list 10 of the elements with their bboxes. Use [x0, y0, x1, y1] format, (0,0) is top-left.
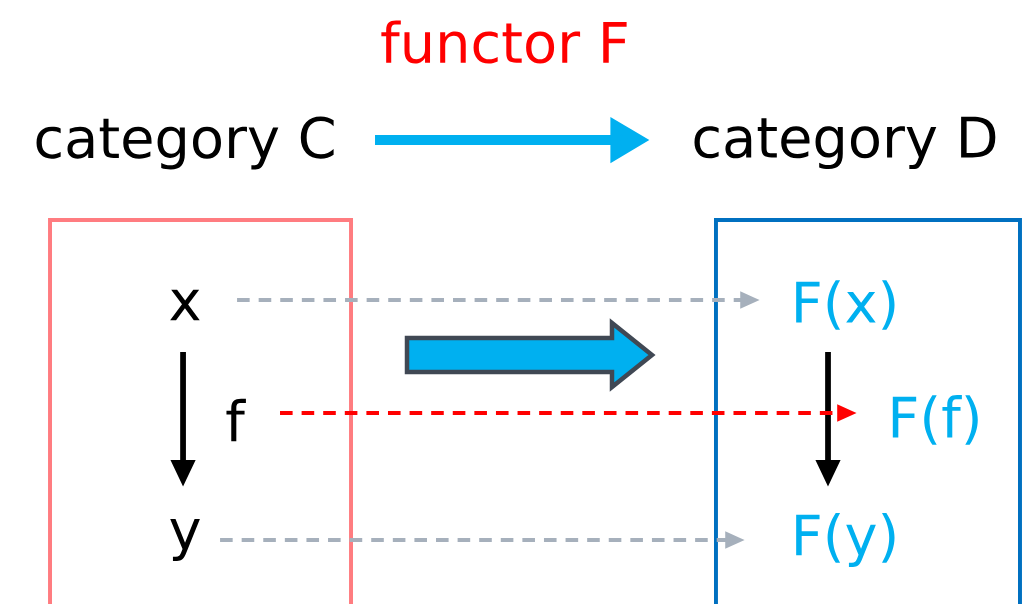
node-label: F(x): [796, 280, 895, 330]
node-label: category C: [36, 116, 334, 170]
node-label: f: [226, 398, 246, 442]
node-label: y: [170, 518, 200, 562]
title: functor F: [381, 20, 627, 64]
node-label: x: [170, 289, 200, 321]
block-arrow: [404, 318, 656, 392]
node-label: category D: [694, 116, 996, 170]
node-label: F(f): [892, 395, 978, 445]
node-label: F(y): [796, 513, 895, 567]
